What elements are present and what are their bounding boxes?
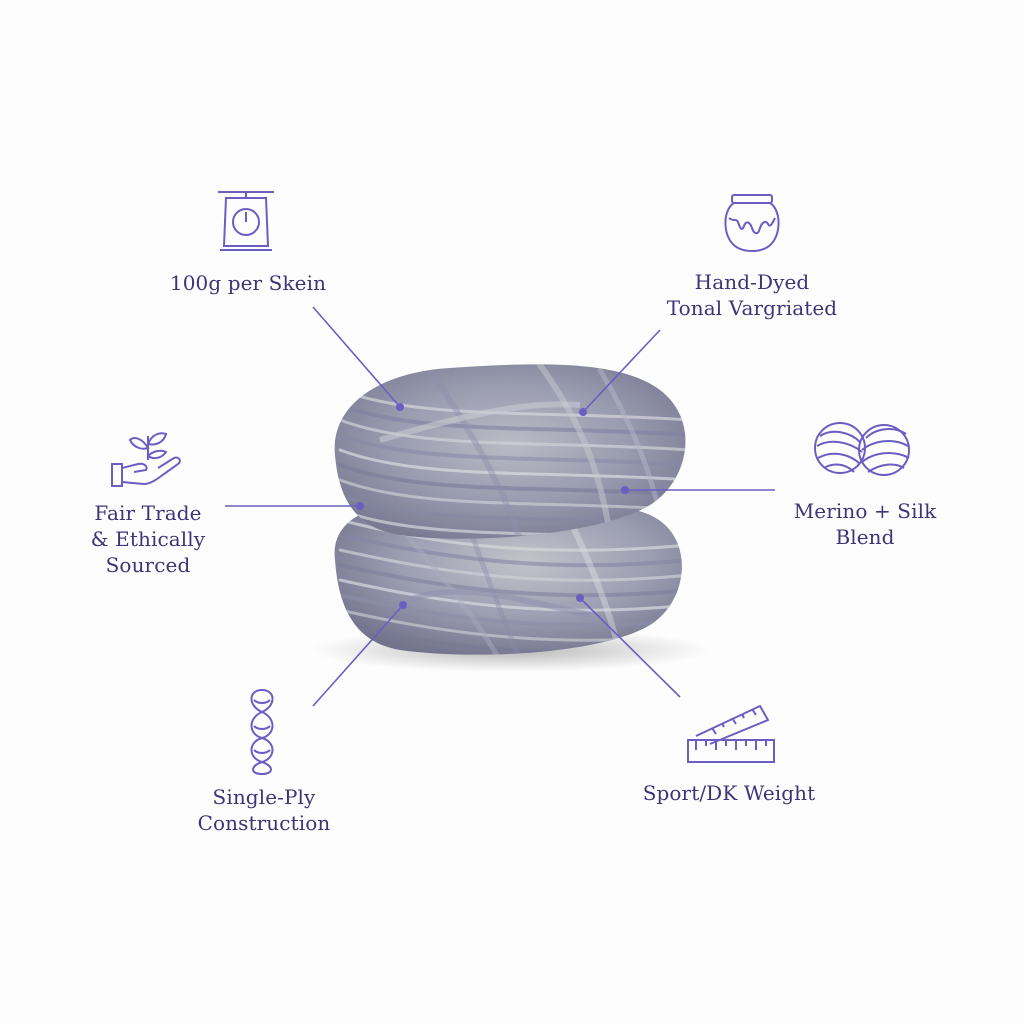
connector-dot [579,408,587,416]
connector-dot [396,403,404,411]
label-line: Sourced [105,553,191,577]
label-line: Tonal Vargriated [666,296,838,320]
label-line: Construction [197,811,331,835]
label-line: 100g per Skein [169,271,327,295]
connector-dot [356,502,364,510]
hand-leaves-icon [111,432,181,487]
twisted-ply-icon [250,689,274,775]
label-line: Single-Ply [212,785,316,809]
connector-ply [312,604,404,707]
connector-dk [579,597,681,698]
connector-dot [576,594,584,602]
label-line: Merino + Silk [793,499,937,523]
connector-dyed [582,329,661,413]
feature-blend-label: Merino + Silk Blend [780,498,950,550]
label-line: Sport/DK Weight [642,781,816,805]
feature-fair-trade-label: Fair Trade & Ethically Sourced [74,500,222,578]
scale-icon [218,191,274,251]
feature-dk-label: Sport/DK Weight [622,780,836,806]
label-line: Blend [835,525,895,549]
dye-pot-icon [724,194,780,252]
connector-dot [399,601,407,609]
connector-dot [621,486,629,494]
feature-ply-label: Single-Ply Construction [180,784,348,836]
feature-weight-label: 100g per Skein [150,270,346,296]
label-line: Hand-Dyed [694,270,810,294]
label-line: Fair Trade [94,501,202,525]
feature-dyed-label: Hand-Dyed Tonal Vargriated [646,269,858,321]
yarn-balls-icon [814,422,910,476]
label-line: & Ethically [90,527,206,551]
ruler-icon [687,704,775,763]
connector-weight [312,306,401,408]
